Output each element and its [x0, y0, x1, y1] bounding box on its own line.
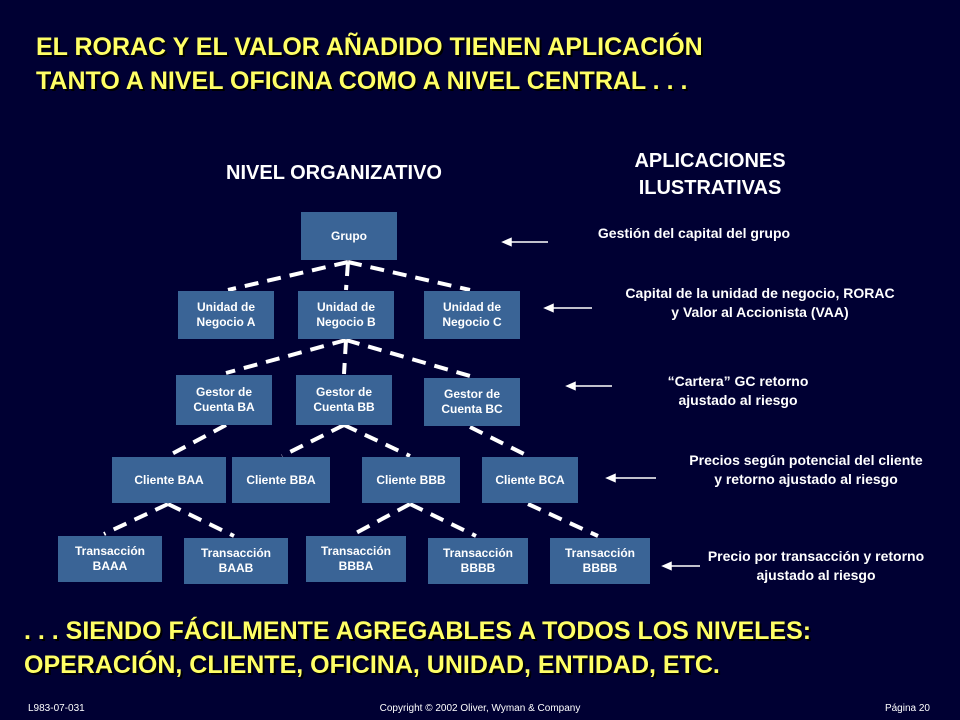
- slide-title: EL RORAC Y EL VALOR AÑADIDO TIENEN APLIC…: [36, 30, 936, 98]
- connector-gestor-cliente-baa: [167, 423, 227, 458]
- application-gestor: “Cartera” GC retorno ajustado al riesgo: [667, 373, 809, 408]
- node-unidad-negocio-a: Unidad de Negocio A: [178, 291, 274, 339]
- connector-unidad-gestor-bb: [342, 339, 348, 375]
- heading-nivel-organizativo: NIVEL ORGANIZATIVO: [226, 162, 442, 184]
- node-gestor-cuenta-bc: Gestor de Cuenta BC: [424, 378, 520, 426]
- slide-title-line-2: TANTO A NIVEL OFICINA COMO A NIVEL CENTR…: [36, 67, 688, 95]
- connector-gestor-cliente-bbb: [343, 423, 411, 458]
- footer-copyright: Copyright © 2002 Oliver, Wyman & Company: [379, 703, 581, 714]
- connector-cliente-trans-bbba: [353, 502, 411, 536]
- connector-cliente-trans-baab: [167, 502, 235, 538]
- node-transaccion-baaa: Transacción BAAA: [58, 536, 162, 582]
- node-unidad-negocio-c: Unidad de Negocio C: [424, 291, 520, 339]
- application-unidad: Capital de la unidad de negocio, RORAC y…: [625, 285, 895, 320]
- footer-code: L983-07-031: [28, 703, 85, 714]
- heading-aplicaciones-line-1: APLICACIONES: [634, 150, 786, 172]
- application-cliente: Precios según potencial del cliente y re…: [689, 452, 923, 487]
- heading-aplicaciones: APLICACIONES ILUSTRATIVAS: [600, 148, 820, 202]
- connector-grupo-unidad-c: [347, 260, 471, 292]
- node-gestor-cuenta-bb: Gestor de Cuenta BB: [296, 375, 392, 425]
- slide-title-line-1: EL RORAC Y EL VALOR AÑADIDO TIENEN APLIC…: [36, 33, 703, 61]
- node-cliente-bba: Cliente BBA: [232, 457, 330, 503]
- node-transaccion-bbbb-2: Transacción BBBB: [550, 538, 650, 584]
- conclusion-line-1: . . . SIENDO FÁCILMENTE AGREGABLES A TOD…: [24, 617, 812, 645]
- node-unidad-negocio-b: Unidad de Negocio B: [298, 291, 394, 339]
- conclusion-line-2: OPERACIÓN, CLIENTE, OFICINA, UNIDAD, ENT…: [24, 651, 720, 679]
- node-cliente-bbb: Cliente BBB: [362, 457, 460, 503]
- connector-unidad-gestor-bc: [345, 338, 471, 378]
- application-grupo: Gestión del capital del grupo: [597, 225, 791, 241]
- node-transaccion-baab: Transacción BAAB: [184, 538, 288, 584]
- application-transaccion: Precio por transacción y retorno ajustad…: [707, 548, 925, 583]
- conclusion-text: . . . SIENDO FÁCILMENTE AGREGABLES A TOD…: [24, 614, 954, 682]
- connector-grupo-unidad-b: [344, 261, 350, 291]
- connector-cliente-trans-baaa: [103, 502, 169, 536]
- connector-unidad-gestor-ba: [225, 338, 347, 375]
- connector-grupo-unidad-a: [227, 260, 349, 292]
- node-grupo: Grupo: [301, 212, 397, 260]
- footer-page: Página 20: [884, 703, 930, 714]
- node-transaccion-bbbb-1: Transacción BBBB: [428, 538, 528, 584]
- connector-gestor-cliente-bba: [281, 423, 345, 458]
- connector-cliente-trans-bbbb-1: [409, 502, 477, 538]
- node-transaccion-bbba: Transacción BBBA: [306, 536, 406, 582]
- node-gestor-cuenta-ba: Gestor de Cuenta BA: [176, 375, 272, 425]
- connector-cliente-trans-bbbb-2: [527, 502, 599, 538]
- connector-gestor-cliente-bca: [469, 425, 529, 458]
- node-cliente-bca: Cliente BCA: [482, 457, 578, 503]
- node-cliente-baa: Cliente BAA: [112, 457, 226, 503]
- heading-aplicaciones-line-2: ILUSTRATIVAS: [638, 177, 782, 199]
